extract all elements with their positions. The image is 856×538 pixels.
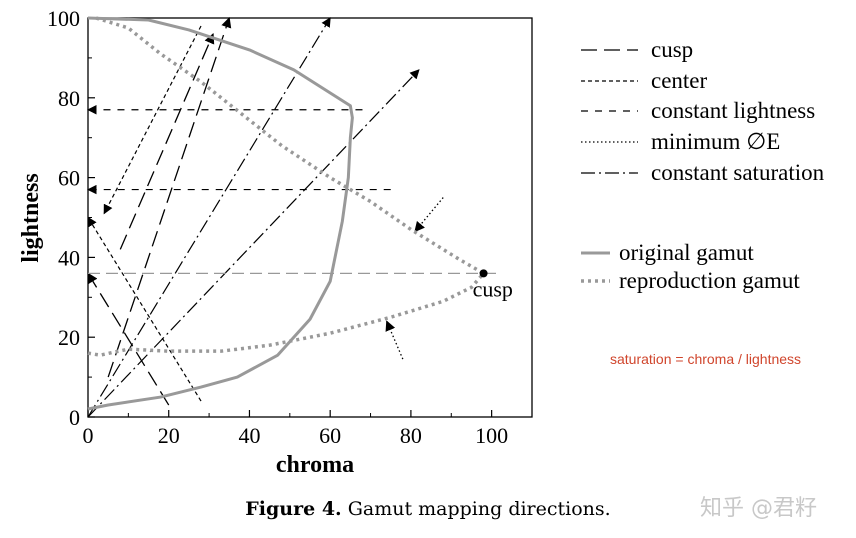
x-tick-label: 80 — [400, 423, 422, 448]
x-tick-label: 60 — [319, 423, 341, 448]
reproduction-gamut-curve — [87, 16, 486, 357]
x-tick-label: 20 — [158, 423, 180, 448]
legend-label: reproduction gamut — [619, 268, 800, 293]
y-tick-label: 40 — [58, 245, 80, 270]
y-axis-title: lightness — [18, 173, 44, 262]
gamut-series — [87, 16, 486, 411]
cusp-point-label: cusp — [473, 276, 513, 301]
x-tick-label: 0 — [83, 423, 94, 448]
y-tick-label: 80 — [58, 86, 80, 111]
center-mapping-line — [103, 25, 202, 215]
legend-label: constant saturation — [651, 160, 825, 185]
x-tick-label: 100 — [475, 423, 508, 448]
constant-saturation-mapping-line — [87, 17, 331, 418]
gamut-chart: 0 20 40 60 80 100 0 20 40 60 80 100 chroma lightnes… — [18, 6, 825, 478]
mapping-direction-lines — [87, 17, 500, 418]
legend: cusp center constant lightness minimum ∅E co… — [581, 37, 825, 293]
x-axis-title: chroma — [276, 452, 354, 478]
figure-caption: Figure 4. Gamut mapping directions. — [0, 498, 856, 520]
minimum-dE-mapping-line — [385, 320, 404, 360]
figure-caption-text: Gamut mapping directions. — [341, 498, 611, 520]
legend-label: minimum ∅E — [651, 129, 780, 154]
y-tick-label: 100 — [47, 6, 80, 31]
constant-saturation-mapping-line — [87, 69, 420, 418]
legend-label: center — [651, 68, 708, 93]
cusp-mapping-line — [119, 33, 215, 250]
legend-label: original gamut — [619, 240, 754, 265]
legend-label: cusp — [651, 37, 693, 62]
plot-frame — [87, 17, 533, 418]
center-mapping-line — [87, 216, 202, 402]
figure-caption-label: Figure 4. — [245, 498, 342, 520]
cusp-mapping-line — [87, 272, 170, 406]
cusp-mapping-line — [107, 17, 232, 378]
x-tick-label: 40 — [238, 423, 260, 448]
original-gamut-curve — [87, 16, 354, 411]
watermark: 知乎 @君籽 — [700, 496, 817, 521]
cusp-point — [479, 269, 488, 278]
y-tick-label: 20 — [58, 325, 80, 350]
minimum-dE-mapping-line — [414, 197, 444, 233]
axis-ticks — [87, 17, 493, 418]
legend-label: constant lightness — [651, 98, 815, 123]
axis-tick-labels: 0 20 40 60 80 100 0 20 40 60 80 100 — [47, 6, 508, 448]
y-tick-label: 0 — [69, 405, 80, 430]
y-tick-label: 60 — [58, 166, 80, 191]
saturation-annotation: saturation = chroma / lightness — [610, 351, 801, 367]
